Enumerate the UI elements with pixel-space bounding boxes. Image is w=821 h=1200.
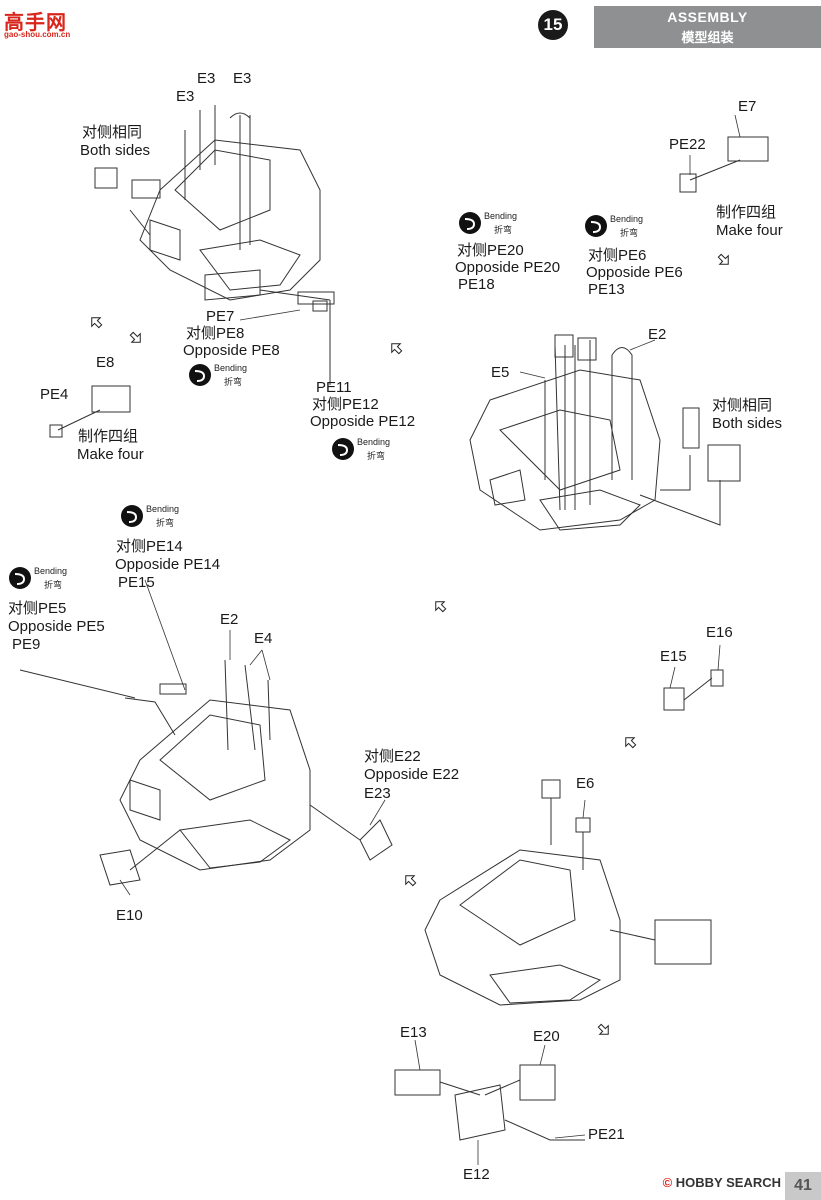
- label-e13: E13: [400, 1024, 427, 1041]
- label-e3: E3: [233, 70, 252, 87]
- bending-label-cn: 折弯: [224, 377, 243, 387]
- bending-label-en: Bending: [214, 363, 248, 373]
- bending-label-en: Bending: [34, 566, 68, 576]
- logo-url: gao-shou.com.cn: [4, 30, 71, 39]
- bending-label-cn: 折弯: [44, 580, 63, 590]
- label-pe14-en: Opposide PE14: [115, 556, 221, 573]
- label-e12: E12: [463, 1166, 490, 1183]
- header-title-en: ASSEMBLY: [667, 9, 748, 25]
- turret-drawing-3: [19, 659, 393, 886]
- label-both-sides-en: Both sides: [80, 142, 151, 159]
- label-e15: E15: [660, 648, 687, 665]
- label-pe20-cn: 对侧PE20: [457, 242, 524, 259]
- label-both-sides-cn: 对侧相同: [82, 124, 143, 141]
- label-e23: E23: [364, 785, 391, 802]
- turret-drawing-4: [424, 669, 724, 1006]
- label-e16: E16: [706, 624, 733, 641]
- label-make-four-cn: 制作四组: [78, 428, 139, 445]
- flow-arrow-icon: [129, 331, 141, 343]
- bending-badge: Bending 折弯: [458, 211, 528, 237]
- footer-brand: HOBBY SEARCH: [675, 1175, 781, 1190]
- label-e7: E7: [738, 98, 757, 115]
- copyright-symbol: ©: [662, 1175, 673, 1190]
- label-pe5-en: Opposide PE5: [8, 618, 105, 635]
- bending-badge: Bending 折弯: [8, 566, 78, 592]
- bending-label-en: Bending: [484, 211, 518, 221]
- label-make-four-en: Make four: [716, 222, 783, 239]
- label-pe7: PE7: [206, 308, 235, 325]
- label-pe18: PE18: [458, 276, 495, 293]
- bending-label-cn: 折弯: [367, 451, 386, 461]
- bending-badge: Bending 折弯: [120, 504, 190, 530]
- label-make-four-en: Make four: [77, 446, 144, 463]
- bending-icon: [121, 505, 143, 527]
- bending-icon: [459, 212, 481, 234]
- label-e2: E2: [220, 611, 239, 628]
- label-pe4: PE4: [40, 386, 69, 403]
- label-pe22: PE22: [669, 136, 706, 153]
- label-both-sides-cn: 对侧相同: [712, 397, 773, 414]
- label-pe8-cn: 对侧PE8: [186, 325, 245, 342]
- bending-label-cn: 折弯: [494, 225, 513, 235]
- label-pe12-cn: 对侧PE12: [312, 396, 379, 413]
- label-e22-en: Opposide E22: [364, 766, 460, 783]
- label-e8: E8: [96, 354, 115, 371]
- label-pe12-en: Opposide PE12: [310, 413, 416, 430]
- label-pe21: PE21: [588, 1126, 625, 1143]
- flow-arrow-icon: [597, 1023, 609, 1035]
- label-e3: E3: [176, 88, 195, 105]
- site-logo: 高手网 gao-shou.com.cn: [4, 6, 76, 40]
- bending-label-en: Bending: [357, 437, 391, 447]
- label-pe15: PE15: [118, 574, 155, 591]
- label-e3: E3: [197, 70, 216, 87]
- sub-assembly-drawing: [394, 1064, 585, 1141]
- bending-icon: [189, 364, 211, 386]
- bending-label-cn: 折弯: [620, 228, 639, 238]
- label-e20: E20: [533, 1028, 560, 1045]
- bending-label-en: Bending: [146, 504, 180, 514]
- logo-text: 高手网: [4, 12, 67, 34]
- bending-badge: Bending 折弯: [331, 437, 401, 463]
- bending-icon: [585, 215, 607, 237]
- label-e2: E2: [648, 326, 667, 343]
- label-pe20-en: Opposide PE20: [455, 259, 561, 276]
- flow-arrow-icon: [435, 601, 447, 613]
- label-pe11: PE11: [316, 379, 352, 396]
- bending-label-cn: 折弯: [156, 518, 175, 528]
- turret-drawing-2: [49, 136, 769, 531]
- bending-icon: [332, 438, 354, 460]
- footer-watermark: © HOBBY SEARCH: [663, 1175, 781, 1190]
- leader-lines: [119, 114, 741, 1165]
- flow-arrow-icon: [717, 253, 729, 265]
- bending-icon: [9, 567, 31, 589]
- page-number: 41: [785, 1172, 821, 1200]
- label-pe13: PE13: [588, 281, 625, 298]
- bending-badge: Bending 折弯: [188, 363, 258, 389]
- step-number: 15: [538, 10, 568, 40]
- label-pe8-en: Opposide PE8: [183, 342, 280, 359]
- flow-arrow-icon: [91, 317, 103, 329]
- label-pe9: PE9: [12, 636, 41, 653]
- label-pe5-cn: 对侧PE5: [8, 600, 67, 617]
- bending-label-en: Bending: [610, 214, 644, 224]
- label-e5: E5: [491, 364, 510, 381]
- label-pe14-cn: 对侧PE14: [116, 538, 183, 555]
- flow-arrow-icon: [625, 737, 637, 749]
- label-e6: E6: [576, 775, 595, 792]
- bending-badge: Bending 折弯: [584, 214, 654, 240]
- label-both-sides-en: Both sides: [712, 415, 783, 432]
- label-make-four-cn: 制作四组: [716, 204, 777, 221]
- label-pe6-en: Opposide PE6: [586, 264, 683, 281]
- label-e4: E4: [254, 630, 273, 647]
- label-e22-cn: 对侧E22: [364, 748, 421, 765]
- section-header: ASSEMBLY 模型组装: [594, 6, 821, 48]
- label-e10: E10: [116, 907, 143, 924]
- flow-arrow-icon: [405, 875, 417, 887]
- label-pe6-cn: 对侧PE6: [588, 247, 647, 264]
- flow-arrow-icon: [391, 343, 403, 355]
- header-title-cn: 模型组装: [681, 30, 734, 45]
